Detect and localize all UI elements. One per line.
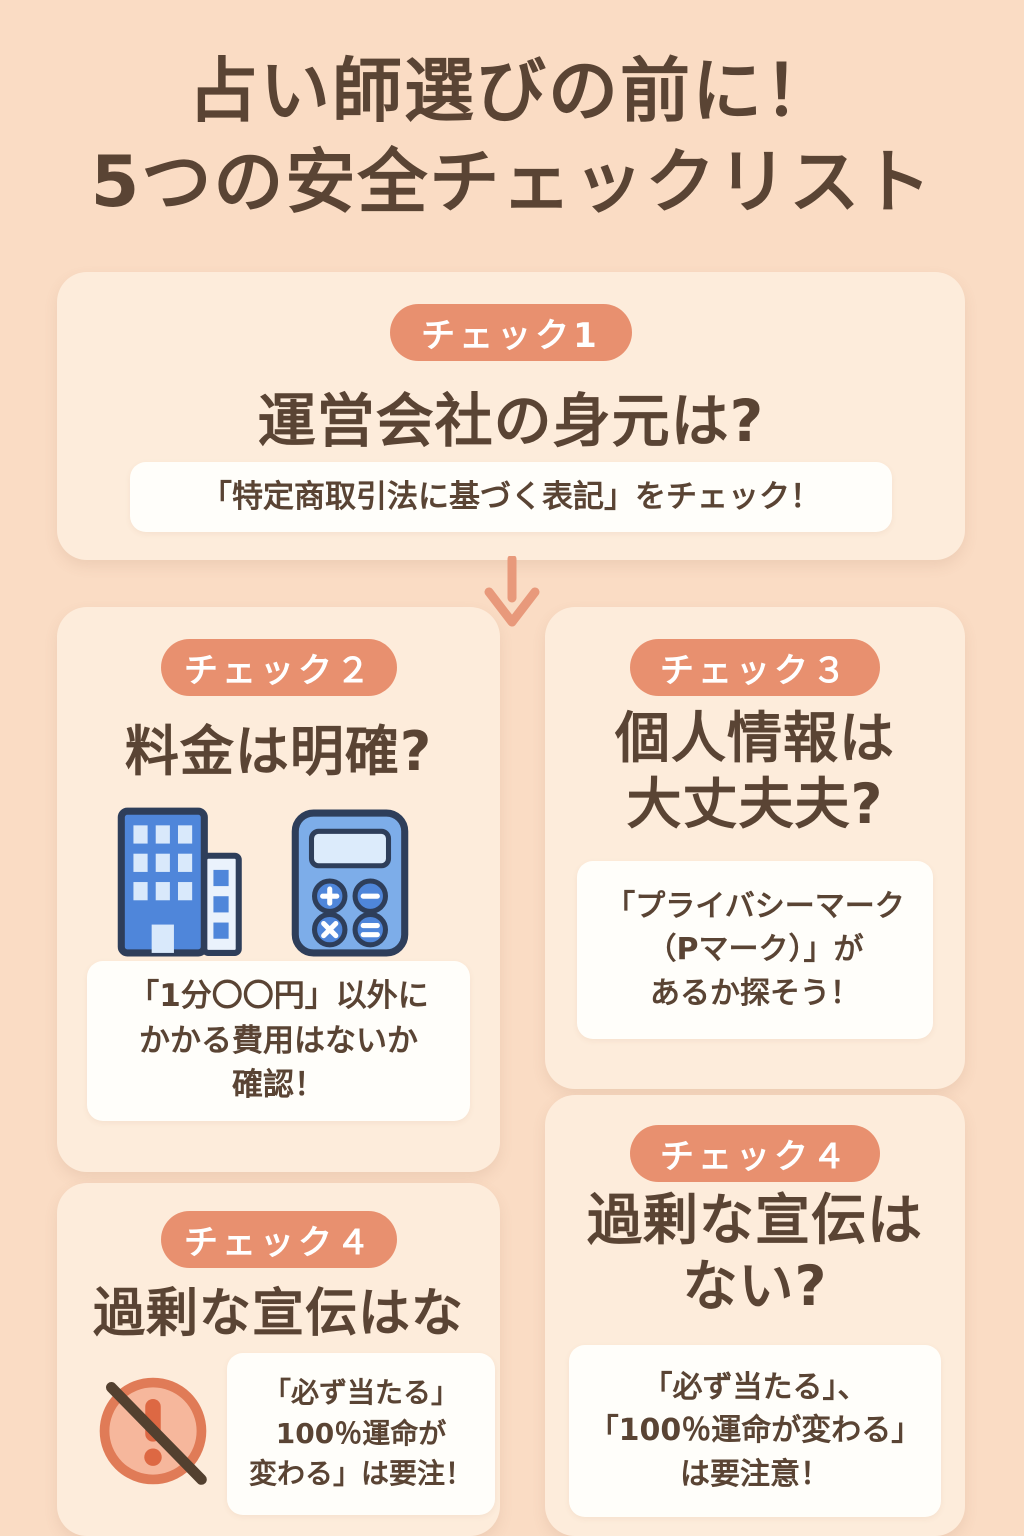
check4-left-note-line: 100％運命が bbox=[275, 1416, 447, 1450]
calculator-icon bbox=[291, 809, 409, 957]
check3-heading-line: 大丈夫夫? bbox=[626, 772, 884, 836]
check2-note-line: かかる費用はないか bbox=[139, 1022, 418, 1059]
check4-right-card: チェック４ 過剰な宣伝は ない? 「必ず当たる」、 「100％運命が変わる」 は… bbox=[545, 1095, 965, 1536]
check4-right-note-line: は要注意！ bbox=[680, 1456, 830, 1492]
check4-left-note-line: 変わる」は要注！ bbox=[248, 1457, 473, 1491]
check4-left-badge: チェック４ bbox=[161, 1211, 397, 1268]
check3-card: チェック３ 個人情報は 大丈夫夫? 「プライバシーマーク （Pマーク）」が ある… bbox=[545, 607, 965, 1089]
check2-card: チェック２ 料金は明確? bbox=[57, 607, 500, 1172]
check3-heading-line: 個人情報は bbox=[614, 706, 895, 770]
check1-heading: 運営会社の身元は? bbox=[257, 387, 765, 455]
check4-left-note-line: 「必ず当たる」 bbox=[262, 1376, 459, 1410]
check4-right-note-line: 「必ず当たる」、 bbox=[642, 1369, 868, 1405]
title-line-1: 占い師選びの前に！ bbox=[188, 50, 836, 132]
check3-note-line: （Pマーク）」が bbox=[646, 932, 864, 968]
no-exaggeration-icon bbox=[99, 1377, 207, 1485]
title-line-2: 5つの安全チェックリスト bbox=[90, 141, 934, 223]
check1-badge: チェック1 bbox=[390, 304, 632, 361]
check3-heading: 個人情報は 大丈夫夫? bbox=[545, 705, 965, 837]
check4-left-card: チェック４ 過剰な宣伝はな 「必ず当たる」 100％運命が 変わる」は要注！ bbox=[57, 1183, 500, 1536]
check2-badge: チェック２ bbox=[161, 639, 397, 696]
check2-note: 「1分〇〇円」以外に かかる費用はないか 確認！ bbox=[87, 961, 470, 1121]
page-title: 占い師選びの前に！ 5つの安全チェックリスト bbox=[0, 46, 1024, 228]
check4-right-badge: チェック４ bbox=[630, 1125, 880, 1182]
check4-left-heading: 過剰な宣伝はな bbox=[92, 1284, 464, 1344]
check4-left-note: 「必ず当たる」 100％運命が 変わる」は要注！ bbox=[227, 1353, 495, 1515]
check4-right-heading-line: 過剰な宣伝は bbox=[586, 1188, 923, 1252]
down-arrow-icon bbox=[484, 556, 540, 627]
check3-note-line: あるか探そう！ bbox=[650, 975, 860, 1011]
building-icon bbox=[117, 807, 242, 957]
check1-note: 「特定商取引法に基づく表記」をチェック！ bbox=[130, 462, 892, 532]
check4-right-note: 「必ず当たる」、 「100％運命が変わる」 は要注意！ bbox=[569, 1345, 941, 1517]
check4-right-heading: 過剰な宣伝は ない? bbox=[545, 1187, 965, 1319]
check2-note-line: 確認！ bbox=[232, 1067, 325, 1104]
check1-card: チェック1 運営会社の身元は? 「特定商取引法に基づく表記」をチェック！ bbox=[57, 272, 965, 560]
check2-note-line: 「1分〇〇円」以外に bbox=[128, 977, 429, 1014]
check3-badge: チェック３ bbox=[630, 639, 880, 696]
check4-right-note-line: 「100％運命が変わる」 bbox=[588, 1413, 922, 1449]
check3-note: 「プライバシーマーク （Pマーク）」が あるか探そう！ bbox=[577, 861, 933, 1039]
check2-heading: 料金は明確? bbox=[124, 720, 433, 783]
check1-note-text: 「特定商取引法に基づく表記」をチェック！ bbox=[201, 478, 821, 515]
check3-note-line: 「プライバシーマーク bbox=[605, 888, 905, 924]
check4-right-heading-line: ない? bbox=[682, 1254, 828, 1318]
